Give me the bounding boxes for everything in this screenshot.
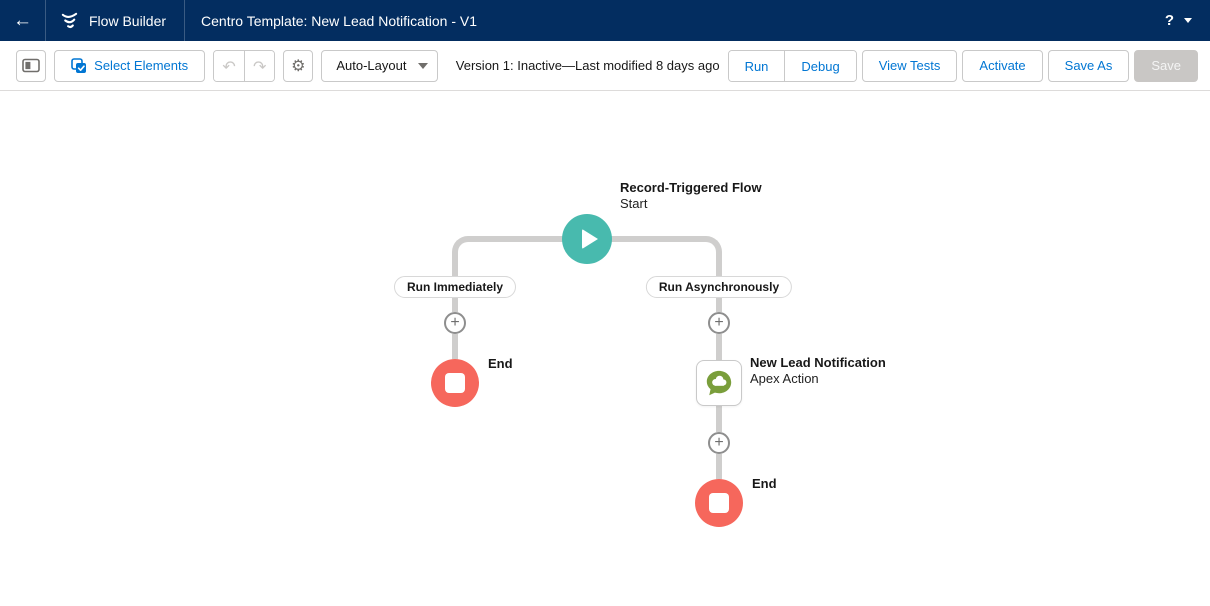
connector-elbow-right [587,236,722,278]
end-node-left-label: End [488,356,513,372]
end-node-bottom-label: End [752,476,777,492]
plus-icon: + [450,314,460,331]
connector-segment [716,406,722,432]
back-arrow-icon: ← [13,9,32,31]
multi-select-icon [71,57,87,73]
plus-icon: + [714,434,724,451]
layout-mode-value: Auto-Layout [336,58,407,73]
flow-builder-logo-icon [60,11,79,30]
app-name: Flow Builder [89,12,167,29]
apex-node-label: New Lead Notification Apex Action [750,355,886,387]
play-icon [581,229,598,249]
app-branding: Flow Builder [45,0,184,41]
redo-button[interactable]: ↷ [244,50,275,81]
plus-icon: + [714,314,724,331]
save-as-button[interactable]: Save As [1047,49,1130,82]
run-debug-group: Run Debug [727,49,857,82]
panel-toggle-icon [22,58,40,73]
gear-icon: ⚙ [291,57,306,75]
undo-button[interactable]: ↶ [214,50,245,81]
stop-icon [445,373,465,393]
end-node-bottom-title: End [752,476,777,491]
run-button[interactable]: Run [728,50,785,81]
settings-button[interactable]: ⚙ [283,49,314,82]
flow-title: Centro Template: New Lead Notification -… [184,0,493,41]
select-elements-button[interactable]: Select Elements [54,49,206,82]
chevron-down-icon [418,62,429,69]
branch-label-run-asynchronously: Run Asynchronously [645,276,793,298]
connector-elbow-left [452,236,590,278]
apex-node-title: New Lead Notification [750,355,886,370]
activate-button[interactable]: Activate [962,49,1043,82]
apex-node-subtitle: Apex Action [750,371,819,386]
start-node[interactable] [562,214,612,264]
debug-button[interactable]: Debug [784,50,856,81]
add-element-button[interactable]: + [708,312,730,334]
end-node-left-title: End [488,356,513,371]
connector-segment [716,334,722,360]
help-button[interactable]: ? [1164,12,1174,29]
save-button[interactable]: Save [1134,49,1198,82]
version-status: Version 1: Inactive—Last modified 8 days… [455,58,720,73]
app-header: ← Flow Builder Centro Template: New Lead… [0,0,1210,41]
redo-icon: ↷ [252,58,267,76]
end-node-left[interactable] [431,359,479,407]
flow-toolbar: Select Elements ↶ ↷ ⚙ Auto-Layout Versio… [0,41,1210,91]
back-button[interactable]: ← [0,0,45,41]
layout-mode-select[interactable]: Auto-Layout [321,49,438,82]
add-element-button[interactable]: + [708,432,730,454]
start-node-title: Record-Triggered Flow [620,180,762,195]
branch-label-run-immediately: Run Immediately [393,276,517,298]
connector-segment [452,298,458,312]
start-node-subtitle: Start [620,196,648,211]
add-element-button[interactable]: + [444,312,466,334]
select-elements-label: Select Elements [94,58,189,73]
help-menu-caret-icon[interactable] [1184,18,1192,23]
stop-icon [709,493,729,513]
undo-icon: ↶ [222,58,236,76]
undo-redo-group: ↶ ↷ [213,49,276,82]
view-tests-button[interactable]: View Tests [861,49,958,82]
toggle-panel-button[interactable] [16,49,47,82]
connector-segment [716,454,722,479]
start-node-label: Record-Triggered Flow Start [620,180,762,212]
chat-bubble-icon [706,370,732,396]
end-node-bottom[interactable] [695,479,743,527]
flow-canvas[interactable]: Record-Triggered Flow Start Run Immediat… [0,91,1210,605]
apex-action-node[interactable] [696,360,742,406]
connector-segment [716,298,722,312]
connector-segment [452,334,458,359]
